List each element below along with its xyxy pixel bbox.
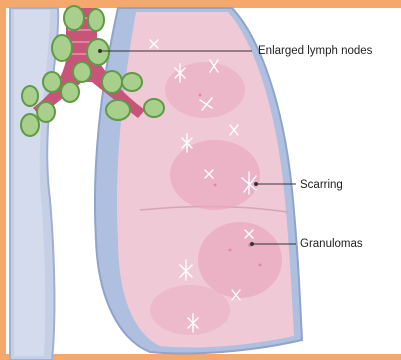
granuloma-dot-5 xyxy=(199,94,202,97)
scarring-label: Scarring xyxy=(300,178,343,192)
inflamed-patch-2 xyxy=(170,140,260,210)
lymph-nodes-label: Enlarged lymph nodes xyxy=(258,44,372,58)
granulomas-label: Granulomas xyxy=(300,237,363,251)
inflamed-patch-3 xyxy=(198,222,282,298)
inflamed-patch-4 xyxy=(150,285,230,335)
granuloma-dot-3 xyxy=(259,264,262,267)
lymph-node-2 xyxy=(88,9,104,31)
lymph-node-12 xyxy=(144,99,164,117)
lymph-node-11 xyxy=(106,100,130,120)
lymph-node-3 xyxy=(52,35,72,61)
lymph-node-1 xyxy=(64,6,84,30)
granuloma-dot-4 xyxy=(214,184,217,187)
leader-dot-granulomas xyxy=(250,242,254,246)
lymph-node-4 xyxy=(87,39,109,65)
lymph-node-14 xyxy=(21,114,39,136)
lymph-node-5 xyxy=(73,62,91,82)
lymph-node-6 xyxy=(102,71,122,93)
leader-dot-lymph-nodes xyxy=(98,49,102,53)
lymph-node-13 xyxy=(37,102,55,122)
lymph-node-9 xyxy=(122,73,142,91)
lymph-node-10 xyxy=(22,86,38,106)
lymph-node-7 xyxy=(43,72,61,92)
granuloma-dot-2 xyxy=(229,249,232,252)
lymph-node-8 xyxy=(61,82,79,102)
leader-dot-scarring xyxy=(254,182,258,186)
